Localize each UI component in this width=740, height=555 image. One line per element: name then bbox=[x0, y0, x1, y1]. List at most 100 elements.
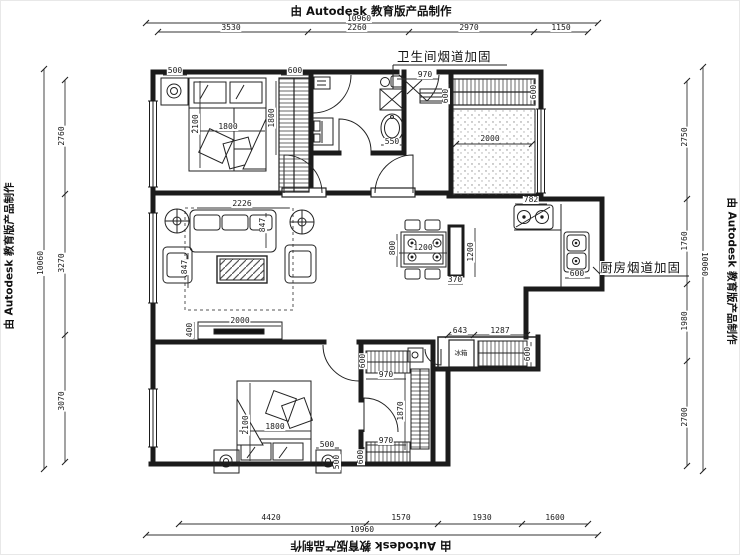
dim-label: 970 bbox=[377, 436, 395, 445]
dim-label: 500 bbox=[318, 440, 336, 449]
armchair-left bbox=[162, 246, 193, 284]
watermark-top: 由 Autodesk 教育版产品制作 bbox=[290, 4, 452, 18]
balcony-closet bbox=[452, 78, 536, 196]
dim-label: 1600 bbox=[544, 513, 566, 522]
dim-label: 600 bbox=[523, 345, 532, 363]
chair bbox=[424, 268, 441, 280]
dim-label: 2750 bbox=[680, 126, 689, 148]
dim-label: 600 bbox=[568, 269, 586, 278]
dim-label: 1200 bbox=[466, 241, 475, 263]
dim-label: 10960 bbox=[345, 14, 373, 23]
window-living bbox=[148, 212, 158, 304]
dining-furniture bbox=[400, 219, 447, 280]
bedroom1-furniture bbox=[160, 77, 310, 193]
plant bbox=[289, 209, 315, 235]
dim-label: 2970 bbox=[458, 23, 480, 32]
fridge-label: 冰箱 bbox=[454, 348, 468, 357]
dim-label: 970 bbox=[416, 70, 434, 79]
dim-label: 600 bbox=[441, 87, 450, 105]
dim-label: 400 bbox=[185, 321, 194, 339]
washer bbox=[311, 117, 334, 146]
annotation-kitchen-flue: 厨房烟道加固 bbox=[600, 260, 682, 275]
quilt bbox=[280, 396, 314, 430]
fridge-nook-door bbox=[424, 348, 442, 366]
closet-room bbox=[365, 347, 430, 463]
dim-label: 643 bbox=[451, 326, 469, 335]
armchair-right bbox=[284, 244, 317, 284]
dining-wall-pier bbox=[447, 224, 465, 278]
bathroom-door bbox=[338, 118, 372, 152]
dim-label: 1287 bbox=[489, 326, 511, 335]
pillow bbox=[193, 81, 227, 104]
dim-label: 1930 bbox=[471, 513, 493, 522]
nightstand bbox=[213, 449, 240, 474]
plant bbox=[164, 208, 190, 234]
chair bbox=[404, 219, 421, 231]
flue-box bbox=[379, 88, 405, 111]
pillow bbox=[272, 442, 304, 461]
dim-label: 500 bbox=[166, 66, 184, 75]
cooktop bbox=[513, 204, 554, 230]
corridor-door-right bbox=[374, 154, 414, 194]
dimension-ticks bbox=[40, 19, 707, 539]
shower-shelf bbox=[313, 76, 331, 90]
tv bbox=[213, 328, 265, 335]
dim-label: 4420 bbox=[260, 513, 282, 522]
shower bbox=[312, 74, 352, 114]
dim-label: 1800 bbox=[264, 422, 286, 431]
fridge bbox=[448, 339, 475, 368]
watermark-bottom: 由 Autodesk 教育版产品制作 bbox=[290, 539, 452, 553]
balcony-floor bbox=[452, 108, 536, 196]
dim-label: 10060 bbox=[36, 249, 45, 277]
dim-label: 2700 bbox=[680, 406, 689, 428]
dim-label: 10960 bbox=[348, 525, 376, 534]
watermark-right: 由 Autodesk 教育版产品制作 bbox=[725, 197, 738, 345]
dim-label: 800 bbox=[388, 239, 397, 257]
door-threshold bbox=[370, 187, 416, 198]
dim-label: 1800 bbox=[267, 107, 276, 129]
closet-room-door bbox=[363, 397, 399, 433]
dim-label: 2000 bbox=[229, 316, 251, 325]
window-bedroom1 bbox=[148, 100, 158, 188]
flue-x bbox=[379, 88, 405, 111]
dim-label: 1200 bbox=[412, 243, 434, 252]
dining-table bbox=[400, 231, 447, 268]
pillow bbox=[240, 442, 272, 461]
dim-label: 782 bbox=[522, 195, 540, 204]
window-bedroom2 bbox=[148, 388, 158, 448]
dim-label: 3530 bbox=[220, 23, 242, 32]
dim-label: 1760 bbox=[680, 230, 689, 252]
dim-label: 3070 bbox=[57, 390, 66, 412]
dim-label: 600 bbox=[286, 66, 304, 75]
counter bbox=[514, 204, 562, 287]
dim-label: 1800 bbox=[217, 122, 239, 131]
dim-label: 3270 bbox=[57, 252, 66, 274]
sofa bbox=[189, 209, 277, 253]
chair bbox=[404, 268, 421, 280]
small-cabinet bbox=[407, 347, 424, 363]
dim-label: 1980 bbox=[680, 310, 689, 332]
dim-label: 1150 bbox=[550, 23, 572, 32]
bathroom-flue-leader bbox=[392, 64, 507, 89]
dim-label: 1570 bbox=[390, 513, 412, 522]
annotation-bathroom-flue: 卫生间烟道加固 bbox=[397, 49, 492, 64]
kitchen-sink bbox=[563, 231, 590, 273]
chair bbox=[424, 219, 441, 231]
blanket-fold bbox=[242, 118, 267, 170]
dim-label: 500 bbox=[332, 453, 341, 471]
dim-label: 2100 bbox=[241, 414, 250, 436]
dim-label: 847 bbox=[258, 216, 267, 234]
annotation-leaders bbox=[392, 64, 689, 277]
dim-label: 847 bbox=[180, 258, 189, 276]
dim-label: 2760 bbox=[57, 125, 66, 147]
dim-label: 2226 bbox=[231, 199, 253, 208]
quilt bbox=[264, 389, 298, 423]
bathroom-fixtures bbox=[311, 74, 405, 146]
quilt bbox=[198, 128, 234, 164]
dim-label: 10060 bbox=[700, 250, 709, 278]
toilet-tank bbox=[390, 75, 404, 88]
fridge-nook bbox=[437, 336, 539, 370]
watermark-left: 由 Autodesk 教育版产品制作 bbox=[3, 182, 16, 330]
